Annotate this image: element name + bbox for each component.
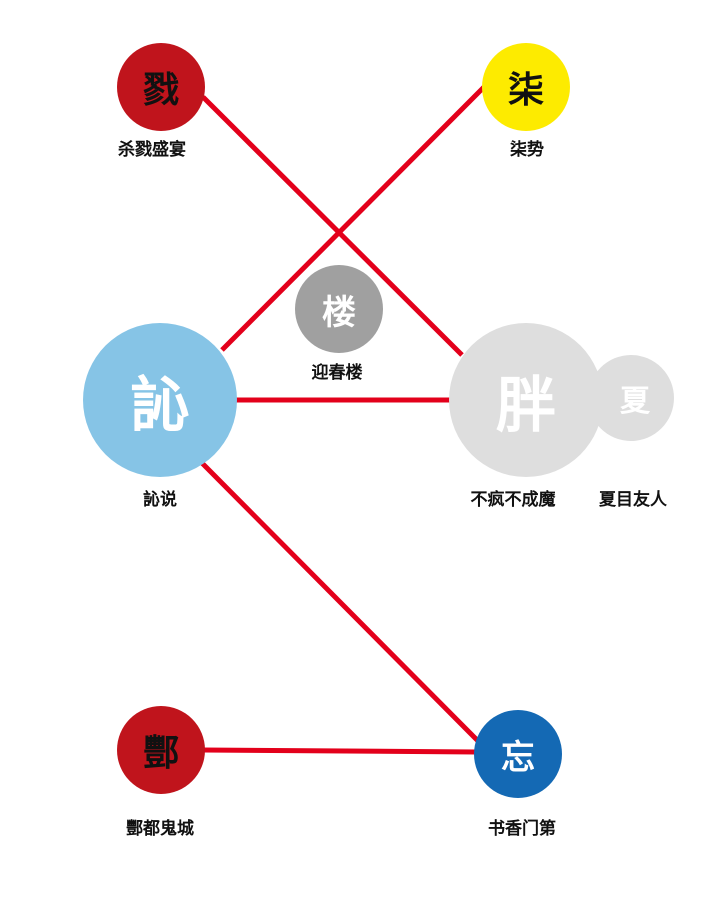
link-feng-wang [202,747,477,755]
node-e-char: 訫 [130,370,190,441]
node-wang-char: 忘 [501,737,535,778]
node-pang-char: 胖 [496,370,556,441]
node-lou-label: 迎春楼 [311,363,363,383]
node-xia-char: 夏 [620,384,650,419]
node-e-label: 訫说 [143,490,177,510]
link-e-wang [200,461,482,745]
node-feng-label: 酆都鬼城 [126,819,194,839]
node-wang-label: 书香门第 [488,819,556,839]
node-qi[interactable]: 柒 [482,43,570,131]
node-lu-label: 杀戮盛宴 [118,140,186,160]
node-lu[interactable]: 戮 [117,43,205,131]
node-lou[interactable]: 楼 [295,265,383,353]
node-lu-char: 戮 [142,69,179,111]
node-feng[interactable]: 酆 [117,706,205,794]
link-qi-e [220,85,486,352]
node-lou-char: 楼 [322,292,356,333]
node-qi-label: 柒势 [510,140,544,160]
node-pang-label: 不疯不成魔 [470,490,556,510]
node-qi-char: 柒 [507,69,544,111]
node-xia-label: 夏目友人 [599,490,667,510]
node-wang[interactable]: 忘 [474,710,562,798]
link-lu-pang [201,95,464,357]
node-feng-char: 酆 [142,732,179,774]
node-e[interactable]: 訫 [83,323,237,477]
node-pang[interactable]: 胖 [449,323,603,477]
